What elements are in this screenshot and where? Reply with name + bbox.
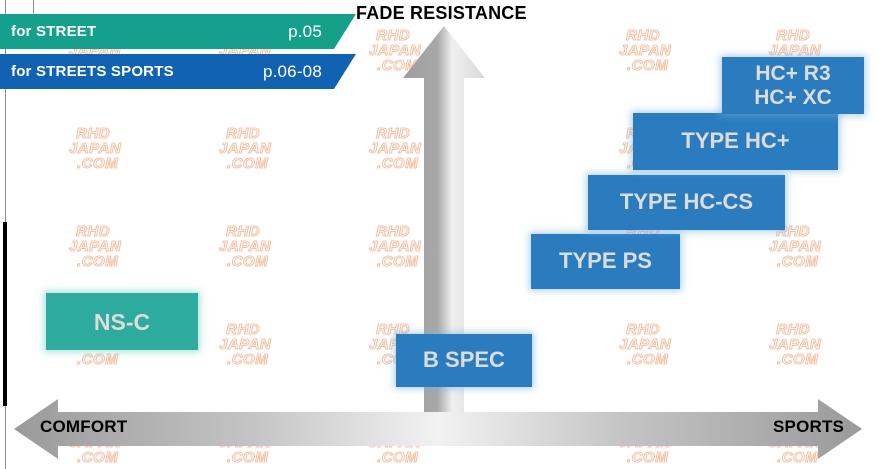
legend-tab-street-label: for STREET [11,23,97,40]
comfort-sports-arrow-icon [14,399,862,459]
product-box-hc-plus-r3-xc[interactable]: HC+ R3 HC+ XC [722,57,864,114]
left-emphasis-rule [3,222,7,406]
product-box-type-hc-plus[interactable]: TYPE HC+ [633,113,838,170]
fade-resistance-arrow-icon [403,26,485,418]
product-box-ns-c[interactable]: NS-C [46,293,198,350]
product-box-type-hc-cs[interactable]: TYPE HC-CS [588,175,785,230]
legend-tab-sports-pages: p.06-08 [262,61,322,81]
x-axis-label-comfort: COMFORT [40,417,128,436]
product-box-b-spec[interactable]: B SPEC [396,334,532,387]
legend-tab-for-street[interactable]: for STREET p.05 [0,14,356,49]
top-tick-rule [33,0,34,13]
y-axis-label: FADE RESISTANCE [356,3,527,23]
legend-tab-sports-label: for STREETS SPORTS [11,63,174,80]
legend-tab-for-streets-sports[interactable]: for STREETS SPORTS p.06-08 [0,54,356,89]
legend-tab-street-pages: p.05 [288,21,322,41]
x-axis-label-sports: SPORTS [773,417,845,436]
product-box-type-ps[interactable]: TYPE PS [531,234,680,289]
